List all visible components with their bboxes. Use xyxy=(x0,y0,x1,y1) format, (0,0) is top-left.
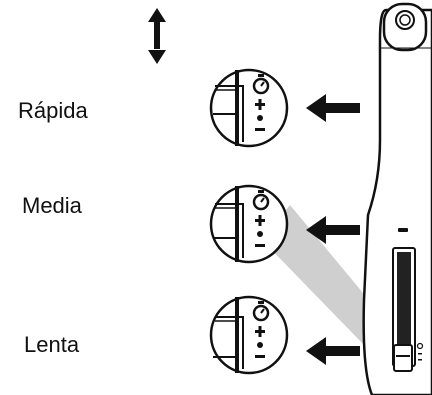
dot-icon xyxy=(257,342,263,348)
speed-slider-knob xyxy=(393,344,413,372)
left-arrow-icon xyxy=(306,94,360,122)
stopwatch-icon xyxy=(252,301,270,322)
minus-icon xyxy=(255,128,265,131)
slider-marks xyxy=(416,342,424,361)
dot-icon xyxy=(257,231,263,237)
up-down-arrow-icon xyxy=(148,8,166,64)
plus-icon xyxy=(255,99,265,110)
indicator-slot xyxy=(398,228,408,232)
dial-slow xyxy=(209,295,289,375)
minus-icon xyxy=(255,355,265,358)
stopwatch-icon xyxy=(252,74,270,95)
plus-icon xyxy=(255,215,265,226)
speed-label-fast: Rápida xyxy=(18,98,88,123)
dot-icon xyxy=(257,115,263,121)
speed-label-medium: Media xyxy=(22,193,82,218)
dial-fast xyxy=(209,68,289,148)
plus-icon xyxy=(255,326,265,337)
dial-medium xyxy=(209,184,289,264)
minus-icon xyxy=(255,244,265,247)
speed-label-slow: Lenta xyxy=(24,332,80,357)
left-arrow-icon xyxy=(306,337,360,365)
stopwatch-icon xyxy=(252,190,270,211)
left-arrow-icon xyxy=(306,216,360,244)
